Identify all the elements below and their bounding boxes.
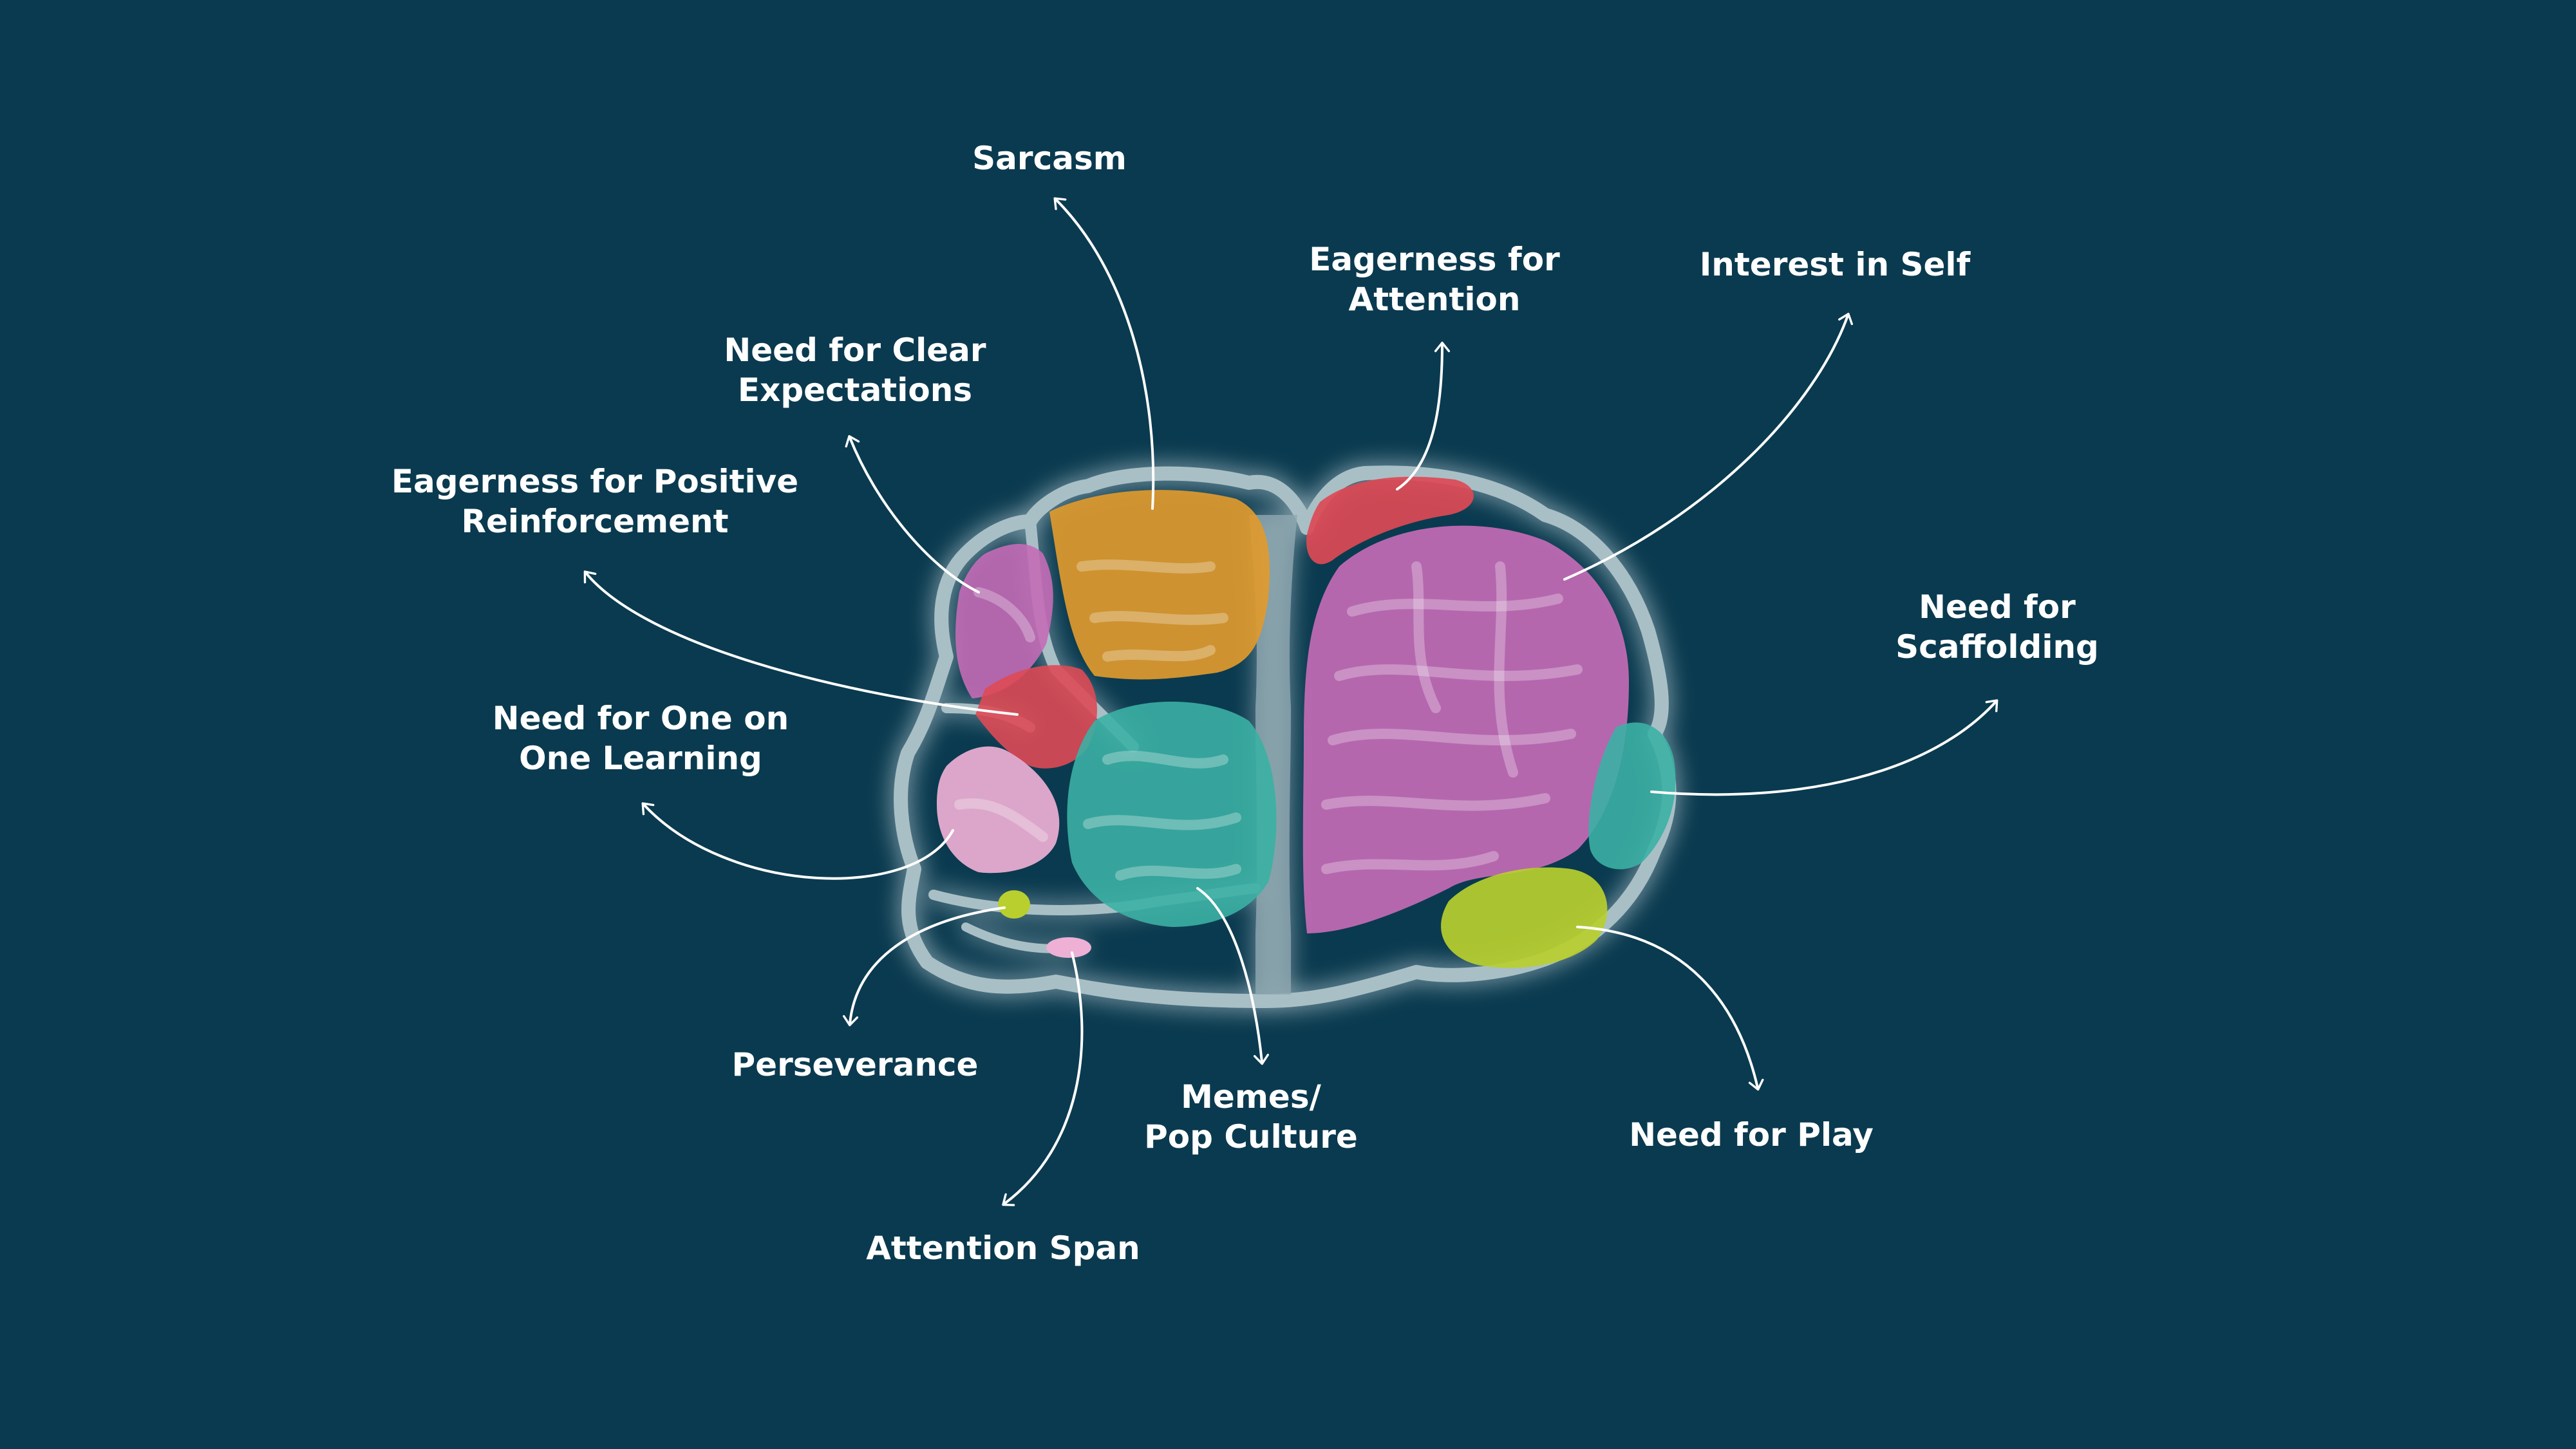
label-one-on-one-line2: One Learning (519, 740, 762, 777)
arrow-interest-self (1563, 312, 1853, 581)
label-scaffolding-line1: Need for (1919, 588, 2076, 626)
label-attention-span: Attention Span (866, 1228, 1140, 1268)
region-red-left (975, 665, 1097, 769)
label-eagerness-for-positive-reinforcement: Eagerness for Positive Reinforcement (391, 462, 798, 541)
arrow-need-play (1576, 926, 1764, 1091)
label-eagerness-for-attention: Eagerness for Attention (1309, 239, 1559, 319)
arrow-clear-expectations (845, 435, 980, 594)
region-purple-left (955, 544, 1053, 698)
label-need-for-clear-expectations-line2: Expectations (737, 371, 973, 409)
arrow-one-on-one (641, 802, 954, 880)
brain-folds (954, 559, 1583, 881)
label-sarcasm: Sarcasm (972, 138, 1127, 178)
label-need-for-play-line1: Need for Play (1629, 1116, 1874, 1154)
arrow-perseverance (843, 906, 1006, 1027)
label-interest-in-self-line1: Interest in Self (1699, 246, 1971, 283)
label-need-for-play: Need for Play (1629, 1115, 1874, 1155)
region-red-right (1306, 476, 1474, 565)
arrow-sarcasm (1053, 197, 1155, 510)
label-one-on-one-line1: Need for One on (492, 700, 789, 737)
region-pink-left (937, 746, 1060, 874)
label-need-for-scaffolding: Need for Scaffolding (1895, 587, 2099, 667)
label-positive-reinforcement-line2: Reinforcement (461, 503, 729, 540)
label-scaffolding-line2: Scaffolding (1895, 628, 2099, 666)
arrows (583, 197, 1998, 1206)
label-interest-in-self: Interest in Self (1700, 245, 1971, 285)
region-teal-right (1588, 722, 1676, 870)
label-need-for-one-on-one-learning: Need for One on One Learning (493, 698, 789, 778)
arrow-positive-reinforcement (583, 570, 1019, 716)
label-attention-span-line1: Attention Span (866, 1229, 1140, 1267)
label-need-for-clear-expectations-line1: Need for Clear (724, 332, 986, 369)
region-teal-center (1067, 702, 1277, 927)
label-memes-line2: Pop Culture (1144, 1118, 1358, 1155)
label-memes-line1: Memes/ (1181, 1078, 1321, 1116)
arrow-memes (1196, 887, 1270, 1065)
region-orange-sarcasm (1049, 490, 1270, 680)
label-perseverance: Perseverance (732, 1045, 979, 1085)
label-sarcasm-line1: Sarcasm (972, 140, 1127, 177)
region-lime-small (998, 890, 1030, 919)
label-need-for-clear-expectations: Need for Clear Expectations (724, 330, 986, 410)
region-purple-right (1302, 525, 1629, 933)
arrow-scaffolding (1650, 699, 1998, 796)
region-pink-small (1046, 937, 1091, 958)
label-eagerness-for-attention-line2: Attention (1348, 281, 1521, 318)
arrow-eagerness-attention (1396, 341, 1451, 491)
arrow-attention-span (1002, 951, 1084, 1206)
label-eagerness-for-attention-line1: Eagerness for (1309, 241, 1560, 278)
label-positive-reinforcement-line1: Eagerness for Positive (391, 463, 799, 500)
label-memes-pop-culture: Memes/ Pop Culture (1144, 1077, 1358, 1157)
region-lime-right (1441, 867, 1608, 968)
label-perseverance-line1: Perseverance (731, 1046, 979, 1083)
